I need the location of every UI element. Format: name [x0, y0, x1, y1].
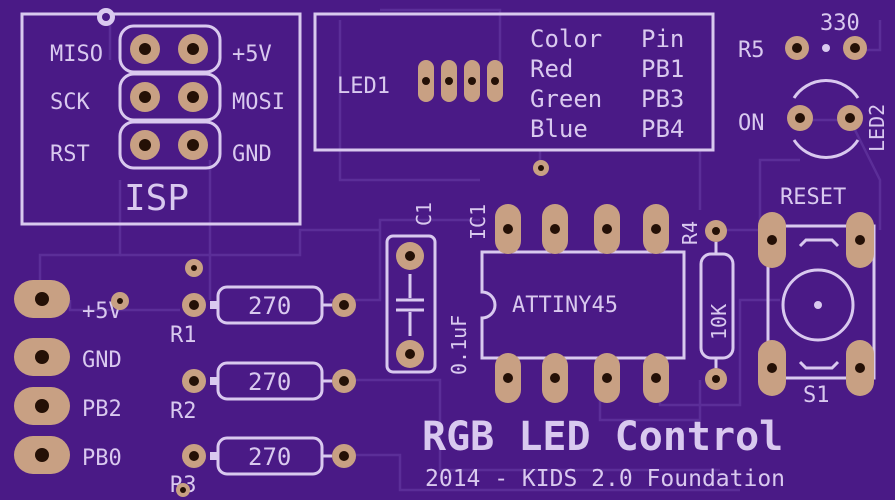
led1-row-red-pin: PB1	[641, 55, 684, 83]
isp-label-5v: +5V	[232, 42, 272, 67]
r2-value: 270	[248, 368, 291, 396]
power-header: +5V GND PB2 PB0	[14, 280, 129, 474]
reset-label: RESET	[780, 185, 846, 210]
isp-label-mosi: MOSI	[232, 90, 285, 115]
r3-resistor: 270 R3	[170, 436, 356, 498]
r2-designator: R2	[170, 399, 197, 424]
ic1-designator: IC1	[466, 204, 490, 240]
led1-row-blue-pin: PB4	[641, 115, 684, 143]
led1-pads	[418, 60, 503, 102]
c1-capacitor: C1 0.1uF	[385, 202, 471, 375]
led2-designator: LED2	[865, 104, 889, 152]
c1-designator: C1	[412, 202, 436, 226]
r1-designator: R1	[170, 323, 197, 348]
r5-value: 330	[820, 11, 860, 36]
header-label-pb2: PB2	[82, 397, 122, 422]
header-label-gnd: GND	[82, 348, 122, 373]
r1-value: 270	[248, 292, 291, 320]
led2-on-label: ON	[738, 111, 765, 136]
s1-designator: S1	[803, 383, 830, 408]
header-label-pb0: PB0	[82, 446, 122, 471]
ic1-chip: IC1 ATTINY45	[466, 204, 686, 403]
isp-label-rst: RST	[50, 142, 90, 167]
reset-switch: RESET S1	[758, 185, 876, 408]
board-title: RGB LED Control	[422, 414, 783, 460]
r5-designator: R5	[738, 38, 765, 63]
isp-title: ISP	[124, 178, 189, 219]
header-pads	[14, 280, 70, 474]
led1-row-blue-color: Blue	[530, 115, 588, 143]
isp-label-miso: MISO	[50, 42, 103, 67]
ic1-part-label: ATTINY45	[512, 293, 618, 318]
r4-value: 10K	[707, 304, 731, 340]
r2-resistor: 270 R2	[170, 361, 356, 424]
led1-row-red-color: Red	[530, 55, 573, 83]
r4-resistor: R4 10K	[678, 220, 735, 390]
c1-value: 0.1uF	[447, 315, 471, 375]
r1-resistor: 270 R1	[170, 259, 356, 348]
isp-header: MISO SCK RST +5V MOSI GND ISP	[20, 8, 302, 226]
r3-value: 270	[248, 443, 291, 471]
led1-row-green-pin: PB3	[641, 85, 684, 113]
ic1-pads	[495, 204, 669, 403]
led1-designator: LED1	[337, 74, 390, 99]
led1-header-color: Color	[530, 25, 602, 53]
r5-led2-block: 330 R5 ON LED2	[738, 11, 889, 159]
led1-block: LED1 Color Pin Red PB1 Green PB3 Blue PB…	[313, 12, 715, 152]
led1-header-pin: Pin	[641, 25, 684, 53]
isp-label-gnd: GND	[232, 142, 272, 167]
copper-traces	[38, 8, 882, 492]
isp-pads	[130, 34, 208, 160]
isp-label-sck: SCK	[50, 90, 90, 115]
r4-designator: R4	[678, 221, 702, 245]
board-subtitle: 2014 - KIDS 2.0 Foundation	[425, 466, 785, 492]
led1-row-green-color: Green	[530, 85, 602, 113]
